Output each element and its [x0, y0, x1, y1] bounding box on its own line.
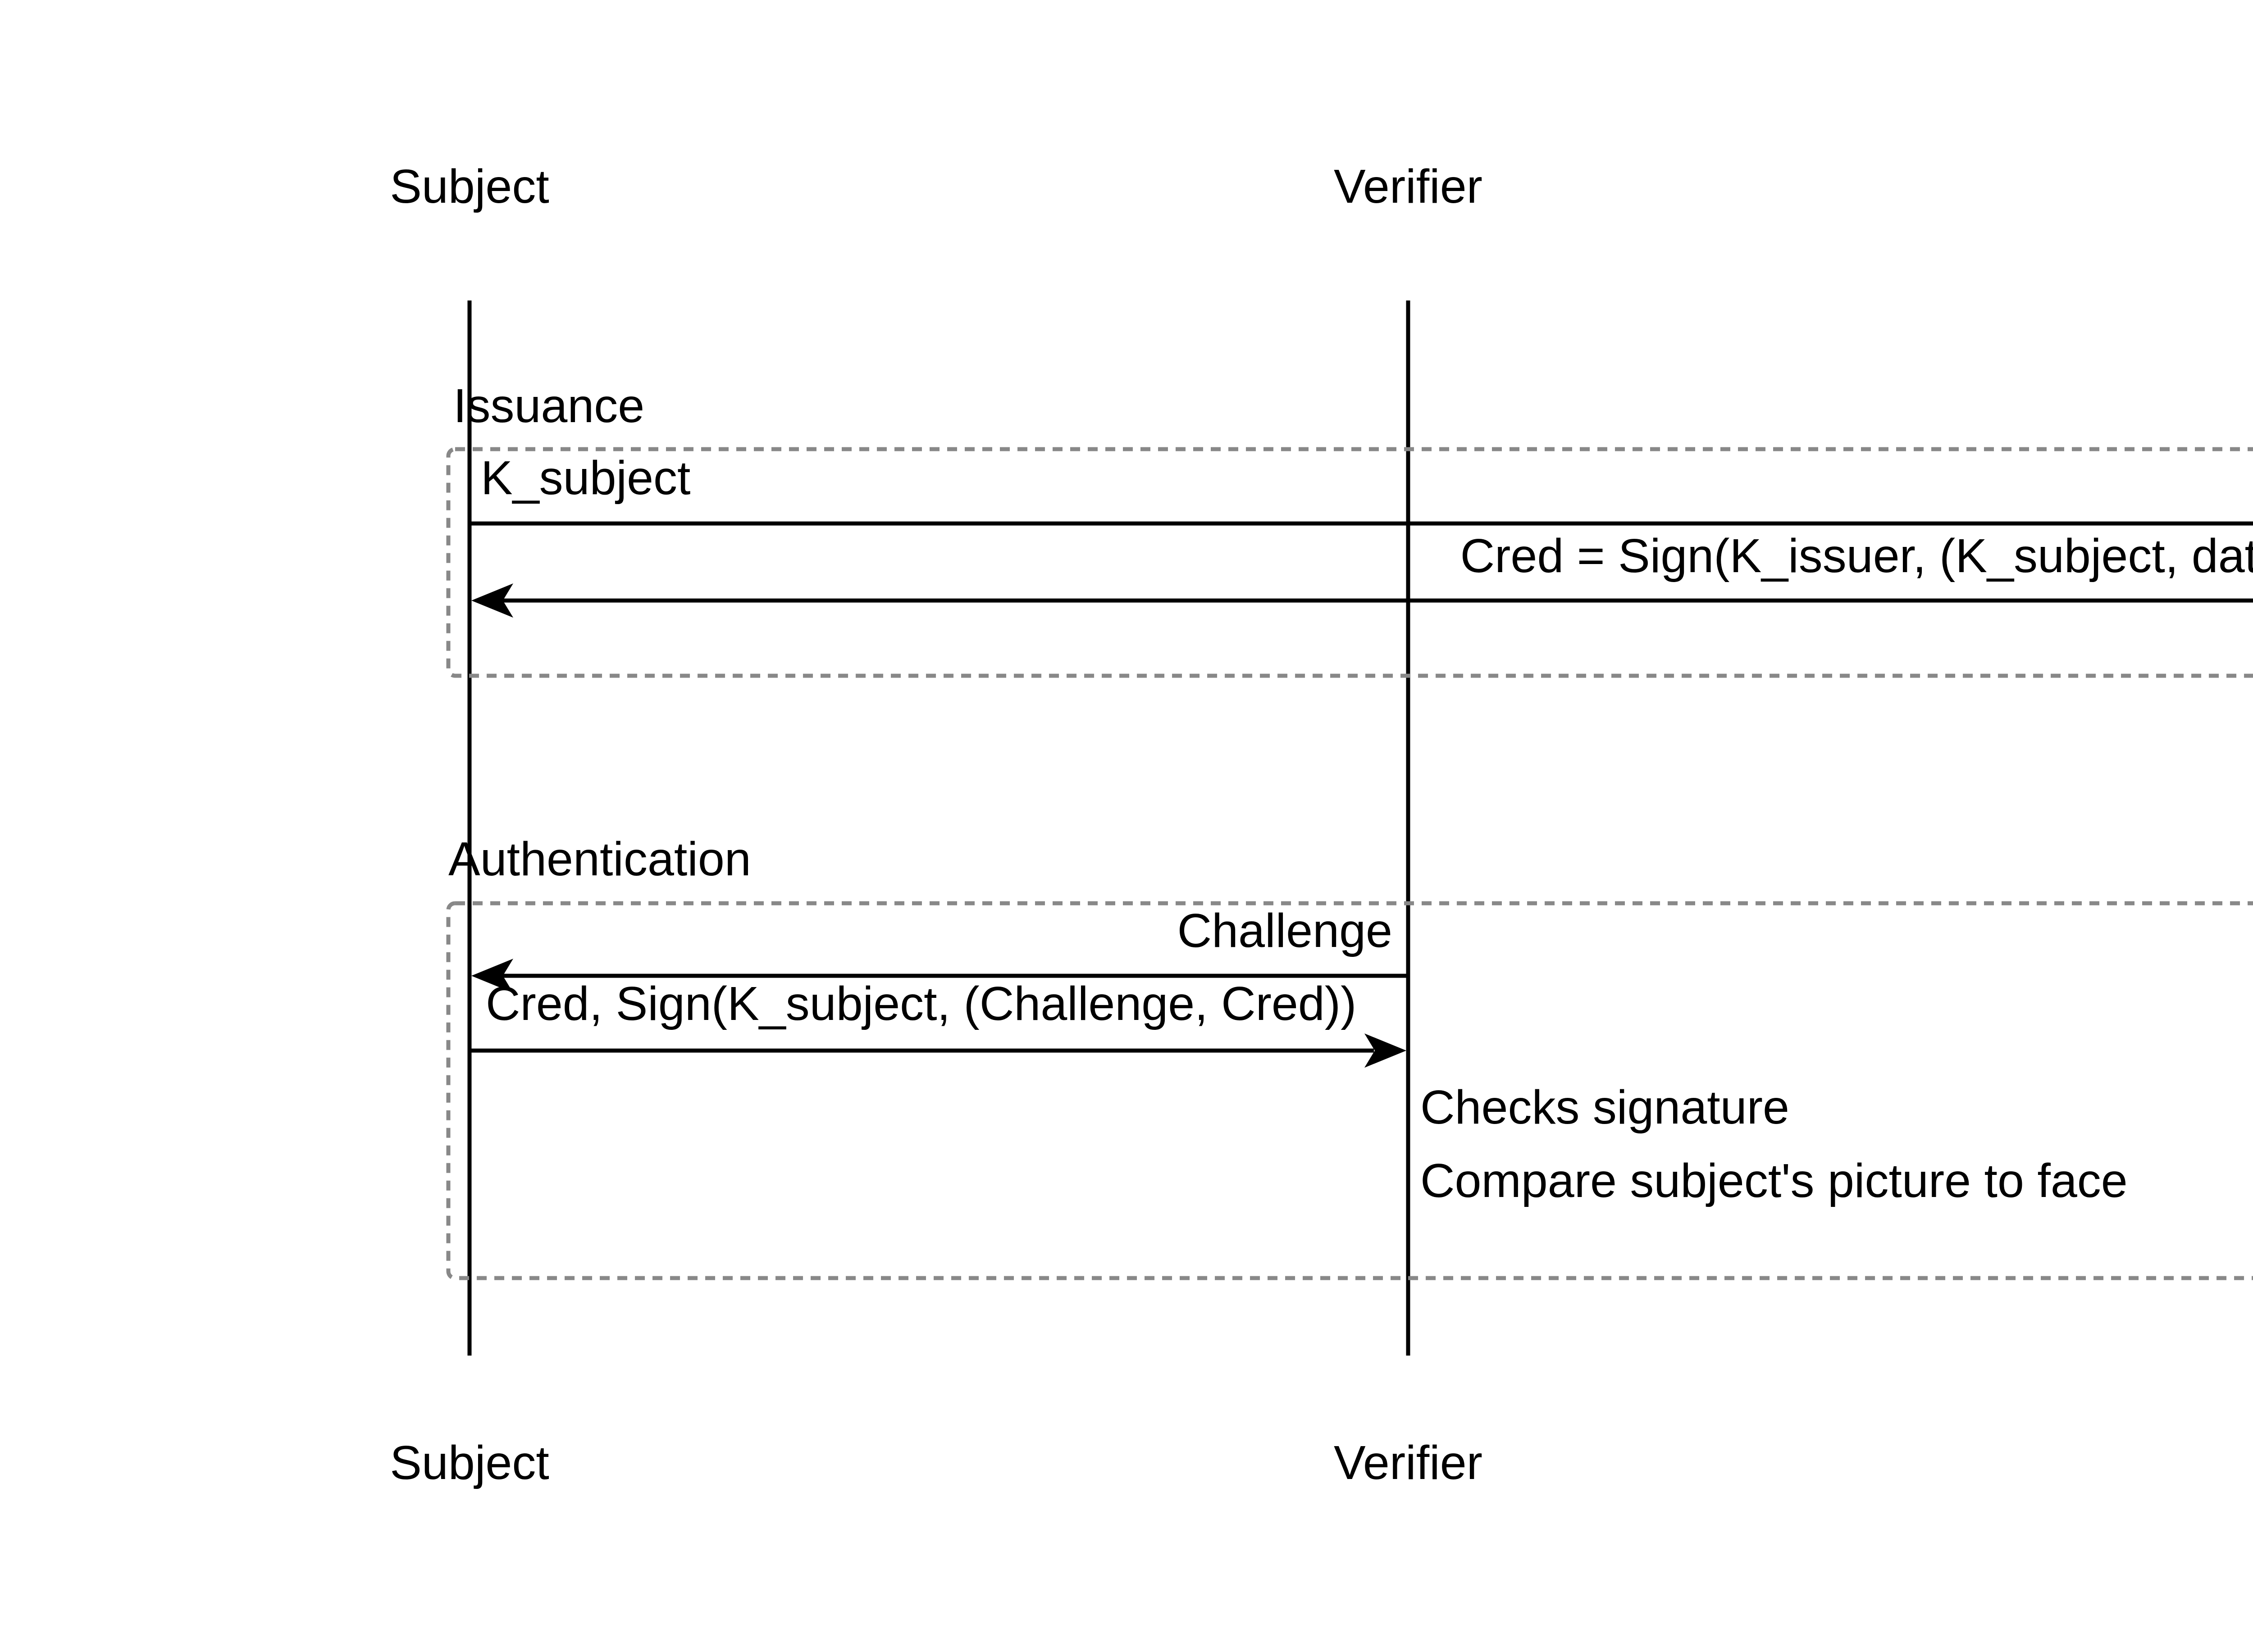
section-box-authentication	[446, 901, 2253, 1280]
arrow-challenge-head	[471, 959, 513, 993]
actor-label-verifier-top: Verifier	[1334, 160, 1482, 213]
message-label-cred-sign-issue: Cred = Sign(K_issuer, (K_subject, data..…	[1460, 529, 2253, 583]
arrow-cred-sign-head	[1364, 1033, 1406, 1068]
message-label-challenge: Challenge	[1177, 904, 1392, 957]
actor-label-subject-top: Subject	[390, 160, 549, 213]
message-label-cred-sign-auth: Cred, Sign(K_subject, (Challenge, Cred))	[486, 977, 1357, 1030]
section-box-issuance	[446, 447, 2253, 678]
note-checks-signature: Checks signature	[1420, 1081, 1789, 1134]
message-label-k-subject: K_subject	[481, 451, 691, 505]
note-compare-picture: Compare subject's picture to face	[1420, 1154, 2128, 1207]
section-label-authentication: Authentication	[448, 833, 751, 886]
section-label-issuance: Issuance	[453, 379, 645, 432]
actor-label-subject-bottom: Subject	[390, 1436, 549, 1489]
actor-label-verifier-bottom: Verifier	[1334, 1436, 1482, 1489]
arrow-cred-head	[471, 583, 513, 618]
